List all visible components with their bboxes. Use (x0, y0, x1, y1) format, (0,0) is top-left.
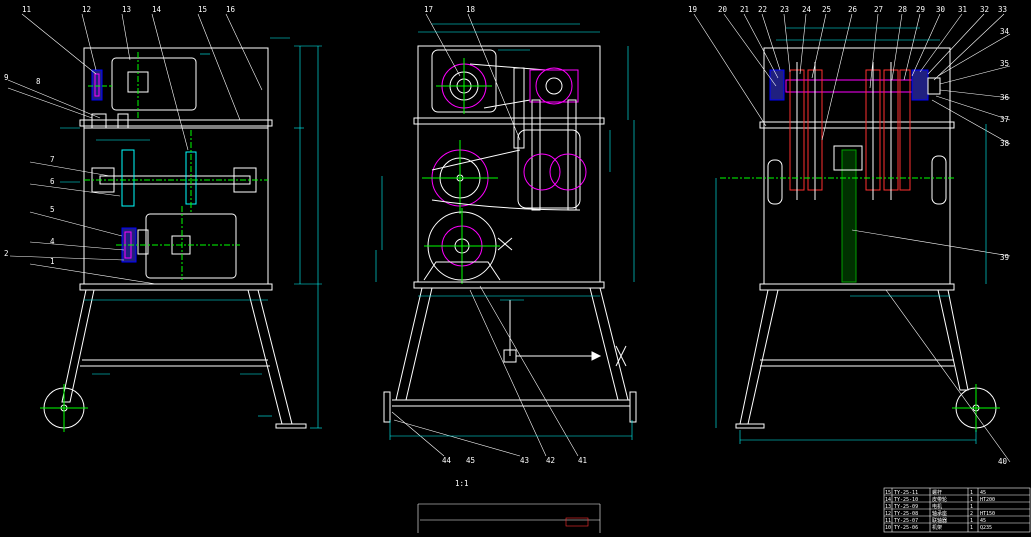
title-block-cell: 1 (970, 518, 973, 524)
callout-left-1: 1 (50, 257, 55, 266)
title-block-cell: 皮带轮 (932, 496, 947, 503)
callout-right-38: 38 (1000, 139, 1010, 148)
title-block-cell: TY-25-10 (894, 497, 918, 503)
middle-leg-right (589, 287, 629, 401)
title-block-cell: HT200 (980, 497, 995, 503)
callout-right-21: 21 (740, 5, 749, 14)
title-block-cell: 2 (970, 511, 973, 517)
title-block-cell: 15 (885, 490, 891, 496)
callout-left-14: 14 (152, 5, 162, 14)
scale-note: 1:1 (455, 479, 469, 488)
left-leg-right (247, 289, 293, 425)
callout-right-34: 34 (1000, 27, 1010, 36)
callout-right-40: 40 (998, 457, 1008, 466)
middle-view (383, 13, 637, 457)
title-block-cell: TY-25-07 (894, 518, 918, 524)
callout-middle-44: 44 (442, 456, 452, 465)
bottom-partial-frame (417, 503, 601, 533)
right-hatched-column (841, 149, 857, 283)
callout-right-39: 39 (1000, 253, 1009, 262)
callout-middle-17: 17 (424, 5, 433, 14)
left-bottom-motor (145, 213, 237, 279)
title-block-cell: 1 (970, 490, 973, 496)
callout-right-20: 20 (718, 5, 728, 14)
callout-right-33: 33 (998, 5, 1007, 14)
callout-middle-43: 43 (520, 456, 529, 465)
left-view-dimensions (60, 37, 322, 429)
callout-right-19: 19 (688, 5, 697, 14)
callout-left-9: 9 (4, 73, 9, 82)
callout-right-32: 32 (980, 5, 989, 14)
title-block-cell: 螺杆 (932, 489, 942, 496)
title-block-cell: 10 (885, 525, 891, 531)
callout-middle-45: 45 (466, 456, 475, 465)
title-block-cell: 14 (885, 497, 891, 503)
callout-left-8: 8 (36, 77, 41, 86)
callout-right-30: 30 (936, 5, 946, 14)
right-view-dimensions (715, 27, 987, 444)
callout-right-27: 27 (874, 5, 883, 14)
title-block-cell: 电机 (932, 503, 942, 510)
title-block (883, 487, 1031, 533)
callout-left-11: 11 (22, 5, 31, 14)
callout-left-13: 13 (122, 5, 131, 14)
title-block-cell: 13 (885, 504, 891, 510)
callout-middle-18: 18 (466, 5, 476, 14)
callout-right-22: 22 (758, 5, 767, 14)
title-block-cell: 1 (970, 525, 973, 531)
left-view (7, 13, 307, 432)
callout-left-15: 15 (198, 5, 207, 14)
callout-left-16: 16 (226, 5, 236, 14)
title-block-cell: 12 (885, 511, 891, 517)
title-block-cell: TY-25-08 (894, 511, 918, 517)
callout-left-2: 2 (4, 249, 9, 258)
title-block-cell: 1 (970, 497, 973, 503)
middle-leg-left (395, 287, 433, 401)
title-block-cell: 45 (980, 490, 986, 496)
left-leg-left (61, 289, 95, 403)
title-block-cell: 联轴器 (932, 517, 947, 524)
callout-middle-42: 42 (546, 456, 555, 465)
right-leg-right (937, 289, 969, 391)
title-block-cell: 轴承座 (932, 510, 947, 517)
right-base (759, 283, 955, 291)
title-block-cell: 11 (885, 518, 891, 524)
callout-left-4: 4 (50, 237, 55, 246)
middle-base (413, 281, 605, 289)
title-block-cell: 机架 (932, 524, 942, 531)
right-view (693, 13, 1011, 463)
callout-right-36: 36 (1000, 93, 1010, 102)
title-block-cell: TY-25-11 (894, 490, 918, 496)
callout-right-29: 29 (916, 5, 925, 14)
title-block-cell: Q235 (980, 525, 992, 531)
left-base (79, 283, 273, 291)
callout-right-31: 31 (958, 5, 967, 14)
title-block-cell: 1 (970, 504, 973, 510)
title-block-cell: TY-25-09 (894, 504, 918, 510)
callout-left-5: 5 (50, 205, 55, 214)
callout-right-35: 35 (1000, 59, 1009, 68)
callout-right-25: 25 (822, 5, 831, 14)
middle-view-dimensions (375, 23, 635, 440)
callout-right-24: 24 (802, 5, 812, 14)
title-block-cell: HT150 (980, 511, 995, 517)
right-leg-left (739, 289, 779, 425)
left-top-motor (111, 57, 197, 111)
callout-right-28: 28 (898, 5, 908, 14)
callout-right-37: 37 (1000, 115, 1009, 124)
callout-middle-41: 41 (578, 456, 587, 465)
callout-left-6: 6 (50, 177, 55, 186)
title-block-cell: TY-25-06 (894, 525, 918, 531)
callout-right-26: 26 (848, 5, 858, 14)
callout-right-23: 23 (780, 5, 789, 14)
callout-left-12: 12 (82, 5, 91, 14)
callout-left-7: 7 (50, 155, 55, 164)
title-block-cell: 45 (980, 518, 986, 524)
